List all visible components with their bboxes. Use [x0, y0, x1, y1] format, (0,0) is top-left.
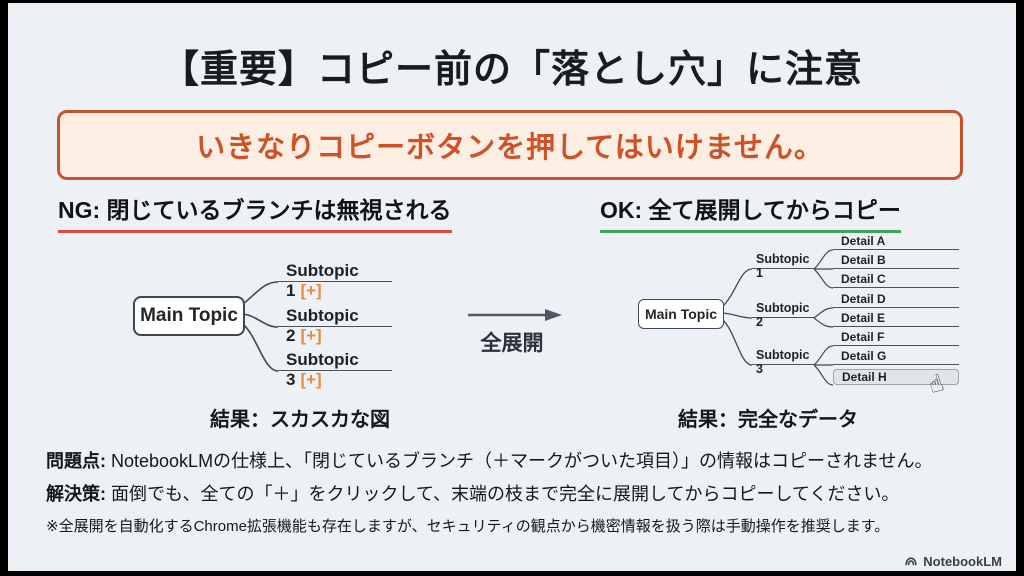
ng-subtopic-1: Subtopic 1[+]	[278, 261, 392, 300]
ng-section-heading: NG: 閉じているブランチは無視される	[58, 191, 452, 233]
ng-mindmap-connectors	[242, 281, 279, 372]
ok-result-label: 結果：完全なデータ	[678, 409, 858, 431]
collapsed-plus-badge: [+]	[300, 326, 322, 345]
ng-subtopic-3: Subtopic 3[+]	[278, 350, 392, 389]
caveat-note: ※全展開を自動化するChrome拡張機能も存在しますが、セキュリティの観点から機…	[46, 518, 890, 535]
solution-label: 解決策:	[46, 484, 106, 504]
ok-detail-a: Detail A	[833, 234, 959, 250]
transition-label: 全展開	[480, 332, 544, 355]
ok-detail-e: Detail E	[833, 311, 959, 327]
ok-subtopic-2: Subtopic 2	[752, 301, 814, 329]
collapsed-plus-badge: [+]	[300, 370, 322, 389]
ok-detail-c: Detail C	[833, 272, 959, 288]
ng-result-label: 結果：スカスカな図	[210, 409, 390, 431]
problem-text: NotebookLMの仕様上、「閉じているブランチ（＋マークがついた項目）」の情…	[106, 451, 933, 471]
page-title: 【重要】コピー前の「落とし穴」に注意	[160, 49, 863, 91]
ok-subtopic-1: Subtopic 1	[752, 252, 814, 280]
right-arrow-icon	[468, 309, 562, 321]
warning-text: いきなりコピーボタンを押してはいけません。	[196, 132, 824, 164]
warning-banner: いきなりコピーボタンを押してはいけません。	[57, 110, 963, 180]
ok-mindmap-connectors	[721, 249, 834, 386]
ng-subtopic-2: Subtopic 2[+]	[278, 306, 392, 345]
collapsed-plus-badge: [+]	[300, 281, 322, 300]
ng-root-node: Main Topic	[133, 296, 245, 336]
brand-name: NotebookLM	[923, 554, 1002, 569]
ok-root-node: Main Topic	[638, 299, 724, 329]
ng-mindmap: Main Topic Subtopic 1[+] Subtopic 2[+] S…	[120, 240, 460, 390]
solution-text: 面倒でも、全ての「＋」をクリックして、末端の枝まで完全に展開してからコピーしてく…	[106, 484, 900, 504]
ok-subtopic-3: Subtopic 3	[752, 348, 814, 376]
problem-label: 問題点:	[46, 451, 106, 471]
problem-note: 問題点: NotebookLMの仕様上、「閉じているブランチ（＋マークがついた項…	[46, 447, 996, 473]
notebooklm-logo-icon	[905, 556, 917, 565]
ok-detail-g: Detail G	[833, 349, 959, 365]
ok-detail-h: Detail H	[833, 369, 959, 385]
solution-note: 解決策: 面倒でも、全ての「＋」をクリックして、末端の枝まで完全に展開してからコ…	[46, 480, 996, 506]
ok-mindmap: Main Topic Subtopic 1 Subtopic 2 Subtopi…	[630, 228, 975, 400]
ok-detail-f: Detail F	[833, 330, 959, 346]
ok-detail-d: Detail D	[833, 292, 959, 308]
ok-detail-b: Detail B	[833, 253, 959, 269]
ok-section-heading: OK: 全て展開してからコピー	[600, 191, 901, 233]
brand-footer: NotebookLM	[904, 554, 1002, 569]
